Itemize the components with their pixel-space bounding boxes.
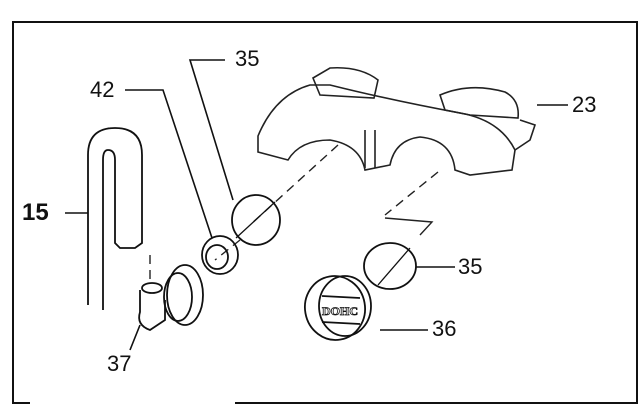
label-15: 15 [22,199,49,226]
elbow-part [138,264,204,331]
label-23: 23 [572,92,597,117]
label-37: 37 [107,351,132,376]
seal-ring-part [201,235,239,275]
label-42: 42 [90,77,115,102]
assembly-lines [149,144,439,280]
o-ring-lower [363,242,417,290]
label-36: 36 [432,316,457,341]
camshaft-cover-part [257,66,537,176]
o-ring-upper [231,194,281,246]
o-ring-upper-axis [235,201,276,239]
leader-lines [65,59,568,351]
dohc-cap-part [304,275,372,341]
diagram-frame [12,21,638,404]
label-35-upper: 35 [235,46,260,71]
assembly-line-bend [384,217,434,236]
hose-part [87,127,143,310]
label-35-lower: 35 [458,254,483,279]
cap-logo-text: DOHC [322,304,358,318]
o-ring-lower-axis [377,247,411,286]
